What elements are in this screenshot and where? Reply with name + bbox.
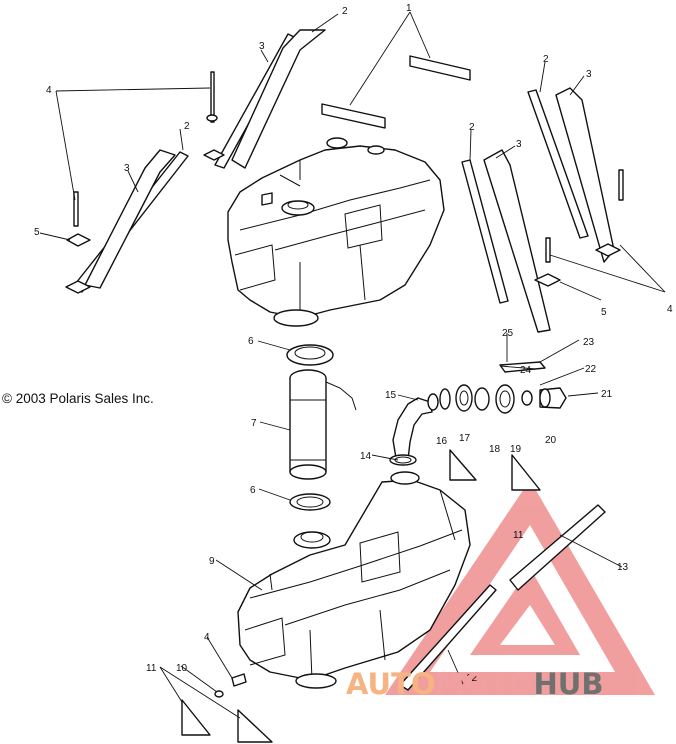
callout-10: 10 <box>176 663 188 674</box>
callout-11: 11 <box>146 663 157 674</box>
strap-pads <box>84 29 615 333</box>
leader-lines <box>39 11 666 719</box>
triangle-pads <box>181 449 541 743</box>
callouts: 1 2 3 4 2 3 5 2 3 2 3 4 5 6 7 6 9 4 10 1… <box>34 3 673 684</box>
watermark-triangle-core <box>470 568 580 655</box>
callout-16: 16 <box>436 436 448 447</box>
callout-4: 4 <box>667 304 673 315</box>
fuel-pump-assembly <box>286 344 357 511</box>
watermark-word-auto: AUTO <box>346 667 436 701</box>
callout-25: 25 <box>502 328 514 339</box>
callout-2: 2 <box>543 54 549 65</box>
callout-12: 12 <box>466 673 478 684</box>
bar-pads <box>321 55 606 591</box>
lower-fuel-tank <box>237 471 471 689</box>
callout-17: 17 <box>459 433 471 444</box>
callout-11: 11 <box>513 530 524 541</box>
callout-3: 3 <box>259 41 265 52</box>
bolts-and-brackets <box>65 71 624 698</box>
callout-19: 19 <box>510 444 522 455</box>
callout-5: 5 <box>34 227 40 238</box>
callout-3: 3 <box>586 69 592 80</box>
callout-2: 2 <box>184 121 190 132</box>
callout-4: 4 <box>204 632 210 643</box>
callout-15: 15 <box>385 390 397 401</box>
callout-20: 20 <box>545 435 557 446</box>
callout-1: 1 <box>406 3 412 14</box>
watermark-triangle-hole <box>500 605 555 645</box>
callout-5: 5 <box>601 307 607 318</box>
callout-13: 13 <box>617 562 629 573</box>
callout-23: 23 <box>583 337 595 348</box>
copyright-notice: © 2003 Polaris Sales Inc. <box>2 391 154 406</box>
callout-14: 14 <box>360 451 372 462</box>
callout-6: 6 <box>248 336 254 347</box>
upper-fuel-tank <box>227 137 445 327</box>
watermark-text: AUTOMOTOHUB <box>346 667 603 701</box>
callout-3: 3 <box>516 139 522 150</box>
callout-2: 2 <box>342 6 348 17</box>
callout-18: 18 <box>489 444 501 455</box>
filler-hose-and-cap <box>389 361 567 466</box>
watermark-word-moto: MOTO <box>436 667 534 701</box>
callout-7: 7 <box>251 418 257 429</box>
watermark-word-hub: HUB <box>534 667 604 701</box>
svg-text:AUTOMOTOHUB: AUTOMOTOHUB <box>346 667 603 701</box>
callout-6: 6 <box>250 485 256 496</box>
callout-9: 9 <box>209 556 215 567</box>
callout-4: 4 <box>46 85 52 96</box>
callout-2: 2 <box>469 122 475 133</box>
callout-24: 24 <box>520 365 532 376</box>
callout-3: 3 <box>124 163 130 174</box>
callout-21: 21 <box>601 389 613 400</box>
callout-22: 22 <box>585 364 597 375</box>
